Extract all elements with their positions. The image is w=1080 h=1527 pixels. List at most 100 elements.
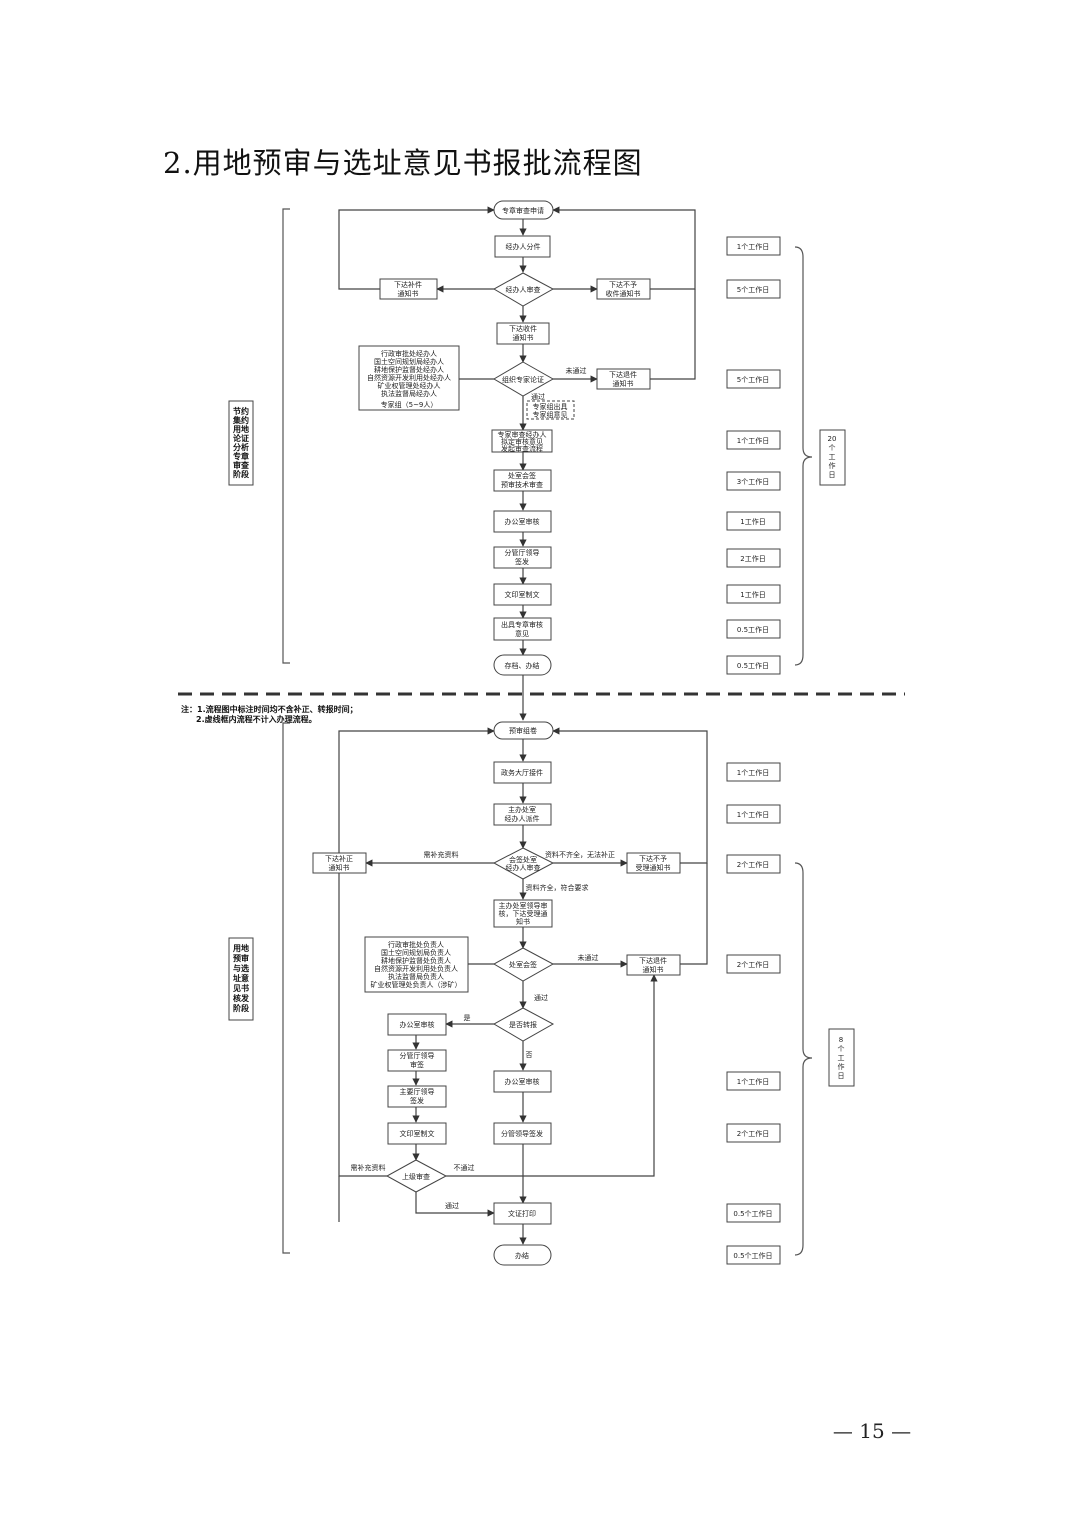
s1-print-node: 文印室制文 — [493, 583, 552, 606]
s2-hall-node: 政务大厅接件 — [493, 761, 552, 784]
stage2-total-box — [828, 1028, 855, 1087]
svg-text:会签处室: 会签处室 — [509, 855, 537, 864]
svg-text:分管厅领导: 分管厅领导 — [505, 548, 540, 557]
stage1-bracket — [282, 208, 290, 664]
svg-text:用地: 用地 — [232, 424, 249, 434]
svg-text:专家组意见: 专家组意见 — [533, 410, 568, 419]
s2-complete-label: 资料齐全，符合要求 — [526, 883, 589, 892]
svg-text:耕地保护监督处负责人: 耕地保护监督处负责人 — [381, 956, 451, 965]
stage2-label: 用地 预审 与选 址意 见书 核发 阶段 — [232, 943, 250, 1013]
svg-text:1个工作日: 1个工作日 — [737, 810, 769, 819]
svg-text:国土空间规划局负责人: 国土空间规划局负责人 — [381, 948, 451, 957]
s1-accept-node: 下达收件 通知书 — [496, 322, 550, 345]
svg-text:办公室审核: 办公室审核 — [505, 1077, 540, 1086]
svg-text:耕地保护监督处经办人: 耕地保护监督处经办人 — [374, 365, 444, 374]
svg-text:是否转报: 是否转报 — [509, 1020, 537, 1029]
svg-text:经办人派件: 经办人派件 — [505, 814, 540, 823]
s2-forward-decision: 是否转报 — [492, 1007, 555, 1042]
svg-text:签发: 签发 — [410, 1096, 424, 1105]
s1-expert-dashed-box: 专家组出具 专家组意见 — [526, 400, 575, 420]
svg-text:拟定审核意见: 拟定审核意见 — [501, 437, 543, 446]
svg-text:址意: 址意 — [233, 973, 249, 983]
svg-text:1个工作日: 1个工作日 — [737, 768, 769, 777]
svg-text:审签: 审签 — [410, 1060, 424, 1069]
svg-text:1工作日: 1工作日 — [740, 590, 765, 599]
svg-text:下达不予: 下达不予 — [639, 854, 667, 863]
svg-text:上级审查: 上级审查 — [402, 1172, 430, 1181]
s2-dispatch-node: 主办处室 经办人派件 — [493, 803, 552, 826]
s1-reject-node: 下达不予 收件通知书 — [596, 278, 651, 300]
svg-text:分管领导签发: 分管领导签发 — [501, 1129, 543, 1138]
svg-text:知书: 知书 — [516, 917, 530, 926]
s1-expert-decision: 组织专家论证 — [493, 361, 555, 397]
svg-text:预审: 预审 — [233, 953, 249, 963]
svg-text:1个工作日: 1个工作日 — [737, 436, 769, 445]
svg-text:主办处室领导审: 主办处室领导审 — [499, 901, 548, 910]
svg-text:用地: 用地 — [232, 943, 249, 953]
s2-return-node: 下达退件 通知书 — [626, 954, 681, 976]
svg-text:2个工作日: 2个工作日 — [737, 1129, 769, 1138]
svg-text:存档、办结: 存档、办结 — [505, 661, 540, 670]
svg-text:0.5个工作日: 0.5个工作日 — [733, 1209, 772, 1218]
stage2-total-brace — [794, 862, 813, 1256]
stage1-label-box — [228, 400, 254, 486]
svg-text:5个工作日: 5个工作日 — [737, 375, 769, 384]
s1-division-node: 处室会签 预审技术审查 — [493, 469, 552, 492]
svg-text:国土空间规划局经办人: 国土空间规划局经办人 — [374, 357, 444, 366]
s2-fail-label: 未通过 — [578, 953, 599, 962]
s2-reject-node: 下达不予 受理通知书 — [626, 852, 681, 874]
stage1-total-label: 20 个 工 作 日 — [828, 435, 837, 479]
svg-text:自然资源开发利用处负责人: 自然资源开发利用处负责人 — [374, 964, 458, 973]
svg-text:主办处室: 主办处室 — [508, 805, 536, 814]
svg-text:2个工作日: 2个工作日 — [737, 960, 769, 969]
svg-text:见书: 见书 — [233, 983, 249, 993]
svg-text:专家组出具: 专家组出具 — [533, 402, 568, 411]
svg-text:经办人审查: 经办人审查 — [506, 285, 541, 294]
svg-text:下达收件: 下达收件 — [509, 324, 537, 333]
svg-text:执法监督局经办人: 执法监督局经办人 — [381, 389, 437, 398]
s2-pass-label: 通过 — [534, 993, 548, 1002]
s2-finish-node: 办结 — [493, 1244, 552, 1266]
s2-pass2-label: 通过 — [445, 1201, 459, 1210]
svg-text:专家组（5~9人）: 专家组（5~9人） — [381, 400, 438, 409]
svg-text:0.5工作日: 0.5工作日 — [737, 625, 769, 634]
svg-text:分管厅领导: 分管厅领导 — [400, 1051, 435, 1060]
s2-need-supp-label: 需补充资料 — [424, 850, 459, 859]
s1-expert-op-node: 专家审查经办人 拟定审核意见 发起审查流程 — [491, 429, 553, 453]
svg-text:政务大厅接件: 政务大厅接件 — [501, 768, 543, 777]
svg-text:阶段: 阶段 — [233, 469, 249, 479]
s1-fail-label: 未通过 — [566, 366, 587, 375]
svg-text:矿业权管理处经办人: 矿业权管理处经办人 — [378, 381, 441, 390]
svg-text:下达退件: 下达退件 — [639, 956, 667, 965]
svg-text:1个工作日: 1个工作日 — [737, 1077, 769, 1086]
s2-office-right-node: 办公室审核 — [493, 1070, 552, 1093]
svg-text:下达补正: 下达补正 — [325, 854, 353, 863]
s2-main-leader-node: 主要厅领导 签发 — [387, 1085, 447, 1108]
svg-text:下达退件: 下达退件 — [609, 370, 637, 379]
svg-text:3个工作日: 3个工作日 — [737, 477, 769, 486]
svg-text:专章审查申请: 专章审查申请 — [502, 206, 544, 215]
page-number: — 15 — — [833, 1419, 911, 1443]
s1-assign-node: 经办人分件 — [494, 235, 551, 258]
svg-text:工: 工 — [838, 1054, 845, 1062]
stage2-label-box — [228, 937, 254, 1021]
svg-text:出具专章审核: 出具专章审核 — [501, 620, 543, 629]
svg-text:分析: 分析 — [233, 442, 249, 452]
stage1-total-brace — [794, 246, 813, 666]
s1-review-decision: 经办人审查 — [492, 272, 555, 307]
s2-staff-box: 行政审批处负责人 国土空间规划局负责人 耕地保护监督处负责人 自然资源开发利用处… — [364, 936, 469, 993]
stage2-bracket — [282, 722, 290, 1254]
svg-text:执法监督局负责人: 执法监督局负责人 — [388, 972, 444, 981]
svg-text:矿业权管理处负责人（涉矿）: 矿业权管理处负责人（涉矿） — [371, 980, 462, 989]
svg-text:核发: 核发 — [233, 993, 250, 1003]
s2-leader-review-node: 主办处室领导审 核，下达受理通 知书 — [493, 899, 553, 928]
svg-text:处室会签: 处室会签 — [509, 960, 537, 969]
svg-text:办公室审核: 办公室审核 — [400, 1020, 435, 1029]
svg-text:与选: 与选 — [233, 963, 249, 973]
s1-office-node: 办公室审核 — [493, 510, 552, 533]
s1-archive-node: 存档、办结 — [493, 654, 552, 676]
svg-text:下达补件: 下达补件 — [394, 280, 422, 289]
svg-text:阶段: 阶段 — [233, 1003, 249, 1013]
